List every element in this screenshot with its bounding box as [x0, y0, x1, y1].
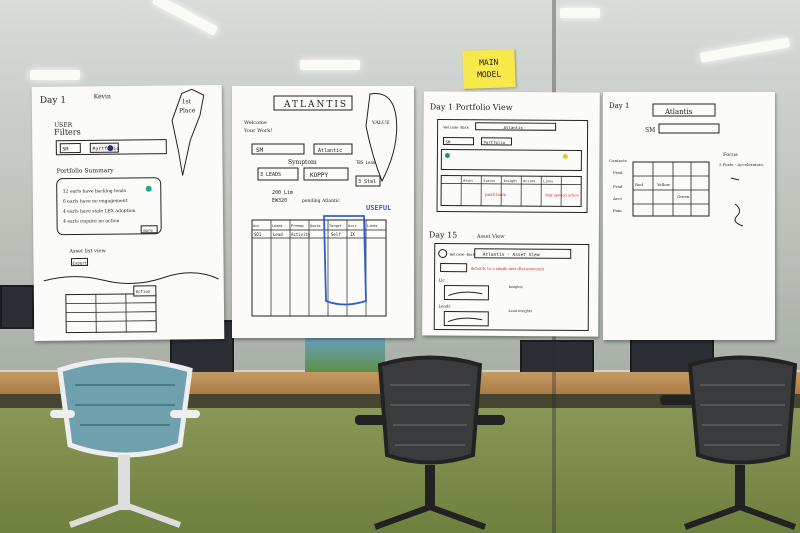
sheet2-row-cell: IX — [350, 232, 355, 237]
sheet3-left-label: Lic — [439, 277, 446, 282]
sticky-line1: MAIN — [478, 57, 499, 68]
sheet3-red-note: defaults to a single unit (Recommend) — [471, 266, 545, 272]
sheet4-cell: Yellow — [656, 182, 671, 187]
sheet4-cell: Red — [635, 182, 643, 187]
sheet2-cell: TBS Lead — [356, 160, 376, 165]
sheet2-row-cell: Self — [331, 232, 341, 237]
monitor — [0, 285, 34, 329]
sheet1-summary-line: 4 earls have stale LEX adoption — [63, 208, 136, 215]
sheet3-left-label: Leads — [438, 303, 450, 308]
sheet2-field2: Atlantic — [318, 148, 342, 154]
sheet4-left-label: Prod — [613, 170, 623, 175]
sheet2-cell: 3 Stal — [358, 179, 376, 185]
sheet3-title: Day 1 Portfolio View — [430, 102, 513, 112]
ceiling-light — [560, 8, 600, 18]
sheet1-summary-line: 4 earls require no action — [63, 218, 120, 225]
sheet2-head-cell: Accr — [348, 224, 356, 228]
sheet2-row-cell: Activity — [291, 232, 311, 237]
sheet3-welcome: Welcome Back — [444, 126, 470, 130]
sheet3-field: Atlantis — [504, 125, 524, 130]
sheet3-mini: Lead insights — [508, 309, 532, 313]
sheet2-pending: pending Atlantic — [302, 198, 340, 204]
sheet1-table-button: Action — [136, 289, 151, 294]
sheet2-row-cell: Lead — [273, 232, 283, 237]
sheet2-cell: 3 LEADS — [260, 172, 281, 178]
sheet1-field1: SM — [62, 147, 68, 153]
ceiling-light — [300, 60, 360, 70]
sheet2-head-cell: Quota — [310, 224, 321, 228]
sheet1-list-view-label: Asset list view — [68, 248, 106, 254]
sketch-sheet-4: Day 1 Atlantis SM Contacts Prod Prod Acc… — [603, 92, 775, 340]
sheet2-head-cell: Lines — [367, 224, 378, 228]
sheet3-mini: Insights — [508, 285, 522, 289]
sheet3-header: Lines — [543, 179, 553, 183]
sheet2-useful: USEFUL — [366, 204, 391, 212]
ceiling-light — [30, 70, 80, 80]
sheet2-head-cell: Acc — [253, 224, 259, 228]
sheet2-section: Symptom — [288, 159, 317, 166]
sheet1-user-label: USER — [54, 122, 73, 129]
sheet1-filters-label: Filters — [54, 127, 81, 136]
sheet1-summary-title: Portfolio Summary — [57, 167, 115, 175]
sheet4-cell: Green — [677, 194, 690, 199]
sheet2-field1: SM — [256, 147, 264, 154]
sheet3-header: Portfolio — [483, 140, 505, 145]
sheet3-header: Insight — [503, 179, 517, 183]
sheet2-row-cell: SO1 — [254, 232, 262, 237]
sheet2-head-cell: Target — [329, 224, 342, 228]
landscape-poster — [305, 334, 385, 372]
sheet4-left-label: Contacts — [609, 158, 627, 163]
sheet3-red-note: push back — [485, 192, 506, 197]
sheet3-asset-view: Asset View — [476, 234, 505, 240]
sheet2-welcome-line2: Your Work! — [243, 128, 272, 134]
sheet1-day: Day 1 — [40, 96, 66, 106]
sticky-note: MAIN MODEL — [462, 49, 516, 89]
sheet3-welcome2: Welcome Back — [450, 253, 476, 257]
sheet2-head-cell: Leads — [272, 224, 283, 228]
sheet4-left-label: Pain — [613, 208, 622, 213]
sheet2-cell: KOPPY — [310, 172, 328, 179]
sheet1-summary-line: 12 earls have backlog leads — [63, 188, 127, 195]
sheet4-focus: Focus — [723, 152, 738, 158]
black-chair — [660, 355, 798, 530]
sheet3-header: SM — [445, 140, 450, 145]
white-chair — [50, 357, 200, 528]
sheet1-summary-line: 6 earls have no engagement — [63, 198, 128, 205]
sheet2-head-cell: Preemp — [291, 224, 304, 228]
monitor — [520, 340, 594, 374]
sheet3-header: Action — [523, 179, 535, 183]
sheet4-day: Day 1 — [609, 102, 629, 110]
sheet1-user: Kevin — [94, 93, 111, 100]
sheet2-title: ATLANTIS — [283, 100, 348, 110]
sticky-line2: MODEL — [476, 69, 502, 80]
sheet2-welcome-line1: Welcome — [244, 120, 267, 126]
sheet2-cell: 200 Lim — [272, 190, 293, 196]
sheet1-badge-line2: Place — [179, 107, 196, 114]
sheet1-export-button: Export — [72, 260, 87, 265]
sheet2-tag-right: VALUE — [371, 120, 390, 126]
sheet1-badge-line1: 1st — [182, 98, 192, 105]
sheet4-left-label: Prod — [613, 184, 623, 189]
black-chair — [355, 355, 505, 530]
sheet4-focus-line: 3 Posts - Accelerators — [719, 162, 763, 167]
sketch-sheet-1: Day 1 Kevin 1st Place USER Filters SM Po… — [31, 85, 225, 341]
sheet4-field: SM — [645, 127, 655, 134]
sketch-sheet-2: ATLANTIS VALUE Welcome Your Work! SM Atl… — [232, 86, 414, 338]
sheet1-field2: Portfolio — [92, 146, 119, 152]
ceiling-light — [151, 0, 219, 36]
sheet3-field2: Atlantis - Asset View — [483, 252, 540, 258]
sheet3-day15: Day 15 — [429, 230, 457, 239]
sheet4-title: Atlantis — [664, 108, 693, 116]
sheet3-header: Status — [483, 179, 495, 183]
sheet4-left-label: Acct — [612, 196, 622, 201]
sheet3-header: Asset — [463, 179, 473, 183]
sheet1-more-button: more — [143, 228, 153, 233]
sketch-sheet-3: Day 1 Portfolio View Welcome Back Atlant… — [422, 91, 600, 337]
sheet3-red-note: Mgr opened action — [545, 193, 579, 197]
ceiling-light — [699, 37, 791, 63]
sheet2-cell: EW320 — [272, 198, 287, 204]
